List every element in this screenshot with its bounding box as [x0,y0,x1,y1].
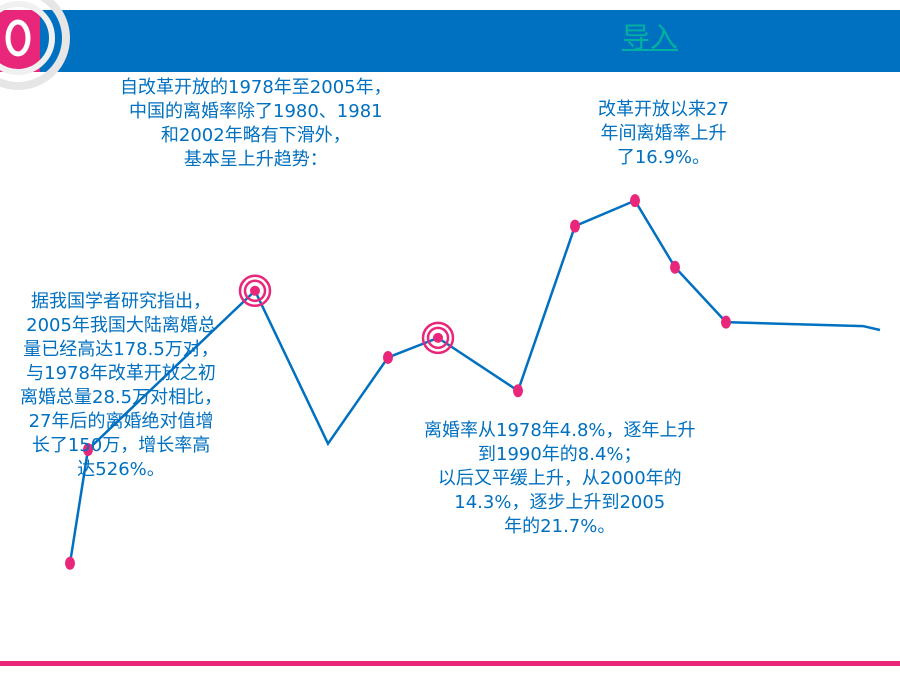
data-point [670,260,680,274]
note-line: 离婚率从1978年4.8%，逐年上升 [424,420,696,441]
note-line: 了16.9%。 [616,147,711,168]
page-title[interactable]: 导入 [622,21,679,54]
highlight-ring [421,321,455,355]
data-point [630,194,640,208]
note-line: 2005年我国大陆离婚总 [26,315,216,336]
note-line: 达526%。 [77,459,165,480]
highlight-ring [243,279,267,303]
note-line: 改革开放以来27 [598,99,729,120]
note-line: 27年后的离婚绝对值增 [28,411,214,432]
note-line: 以后又平缓上升，从2000年的 [437,468,682,489]
note-line: 到1990年的8.4%； [478,444,642,465]
note-bottom-center: 离婚率从1978年4.8%，逐年上升 到1990年的8.4%； 以后又平缓上升，… [424,419,696,539]
note-line: 与1978年改革开放之初 [26,363,216,384]
highlight-ring [238,274,272,308]
note-line: 量已经高达178.5万对， [23,339,219,360]
note-left: 据我国学者研究指出， 2005年我国大陆离婚总 量已经高达178.5万对， 与1… [20,290,222,482]
bottom-divider [0,661,900,666]
highlight-ring [426,326,450,350]
note-line: 14.3%，逐步上升到2005 [454,492,666,513]
note-line: 据我国学者研究指出， [31,291,212,312]
note-line: 离婚总量28.5万对相比， [20,387,223,408]
note-line: 年的21.7%。 [504,516,616,537]
note-top-right: 改革开放以来27 年间离婚率上升 了16.9%。 [598,98,729,170]
header-bar [0,10,900,72]
data-point [83,443,93,457]
note-line: 长了150万，增长率高 [31,435,211,456]
data-point [721,315,731,329]
note-top-left: 自改革开放的1978年至2005年， 中国的离婚率除了1980、1981 和20… [120,76,392,172]
data-point [65,556,75,570]
note-line: 自改革开放的1978年至2005年， [120,77,392,98]
data-point [570,219,580,233]
note-line: 基本呈上升趋势： [183,149,328,170]
data-point [383,350,393,364]
data-point-highlighted [433,332,443,343]
note-line: 和2002年略有下滑外， [160,125,351,146]
note-line: 中国的离婚率除了1980、1981 [129,101,383,122]
decorative-rings-icon [0,0,70,90]
data-point-highlighted [250,285,260,296]
data-point [513,384,523,398]
note-line: 年间离婚率上升 [600,123,727,144]
